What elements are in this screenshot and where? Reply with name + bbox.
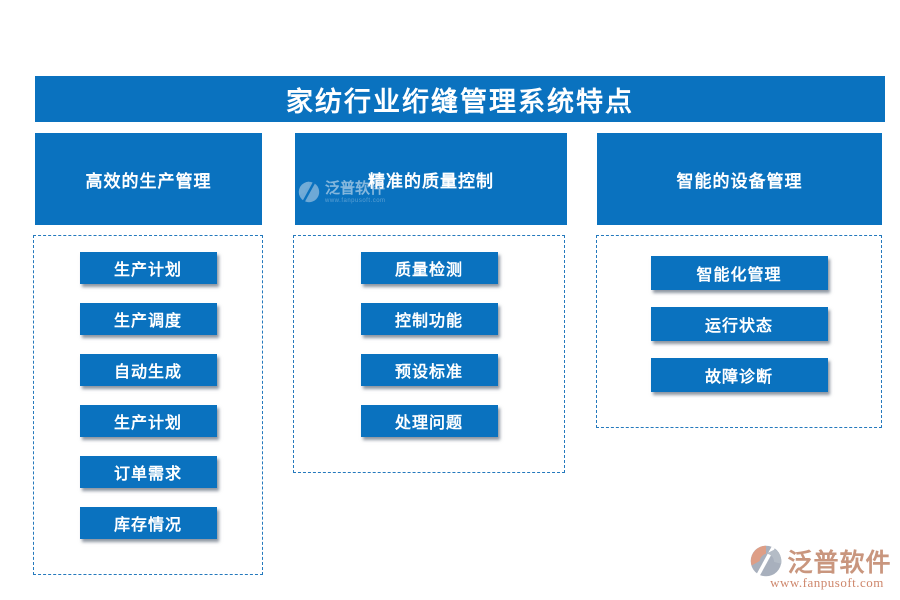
brand-watermark: 泛普软件 www.fanpusoft.com: [746, 543, 894, 591]
column-header-quality: 精准的质量控制: [295, 133, 567, 225]
brand-logo-icon: [751, 545, 782, 577]
column-header-label: 智能的设备管理: [676, 171, 803, 191]
page-title: 家纺行业绗缝管理系统特点: [286, 86, 634, 118]
feature-item: 控制功能: [360, 303, 498, 335]
feature-item: 处理问题: [360, 405, 498, 437]
feature-list-production: 生产计划 生产调度 自动生成 生产计划 订单需求 库存情况: [33, 235, 263, 575]
feature-list-quality: 质量检测 控制功能 预设标准 处理问题: [293, 235, 565, 473]
brand-name-text: 泛普软件: [787, 548, 892, 577]
feature-item: 生产计划: [79, 252, 217, 284]
feature-item: 故障诊断: [650, 358, 828, 392]
page-title-bar: 家纺行业绗缝管理系统特点: [35, 76, 885, 122]
feature-item: 质量检测: [360, 252, 498, 284]
feature-item: 运行状态: [650, 307, 828, 341]
column-header-label: 精准的质量控制: [368, 171, 494, 191]
column-header-equipment: 智能的设备管理: [597, 133, 882, 225]
feature-item: 库存情况: [79, 507, 217, 539]
feature-list-equipment: 智能化管理 运行状态 故障诊断: [596, 235, 882, 428]
brand-url-text: www.fanpusoft.com: [770, 575, 884, 590]
feature-item: 订单需求: [79, 456, 217, 488]
column-header-label: 高效的生产管理: [85, 171, 212, 191]
feature-item: 智能化管理: [650, 256, 828, 290]
column-header-production: 高效的生产管理: [35, 133, 262, 225]
feature-item: 自动生成: [79, 354, 217, 386]
feature-item: 生产调度: [79, 303, 217, 335]
feature-item: 生产计划: [79, 405, 217, 437]
feature-item: 预设标准: [360, 354, 498, 386]
